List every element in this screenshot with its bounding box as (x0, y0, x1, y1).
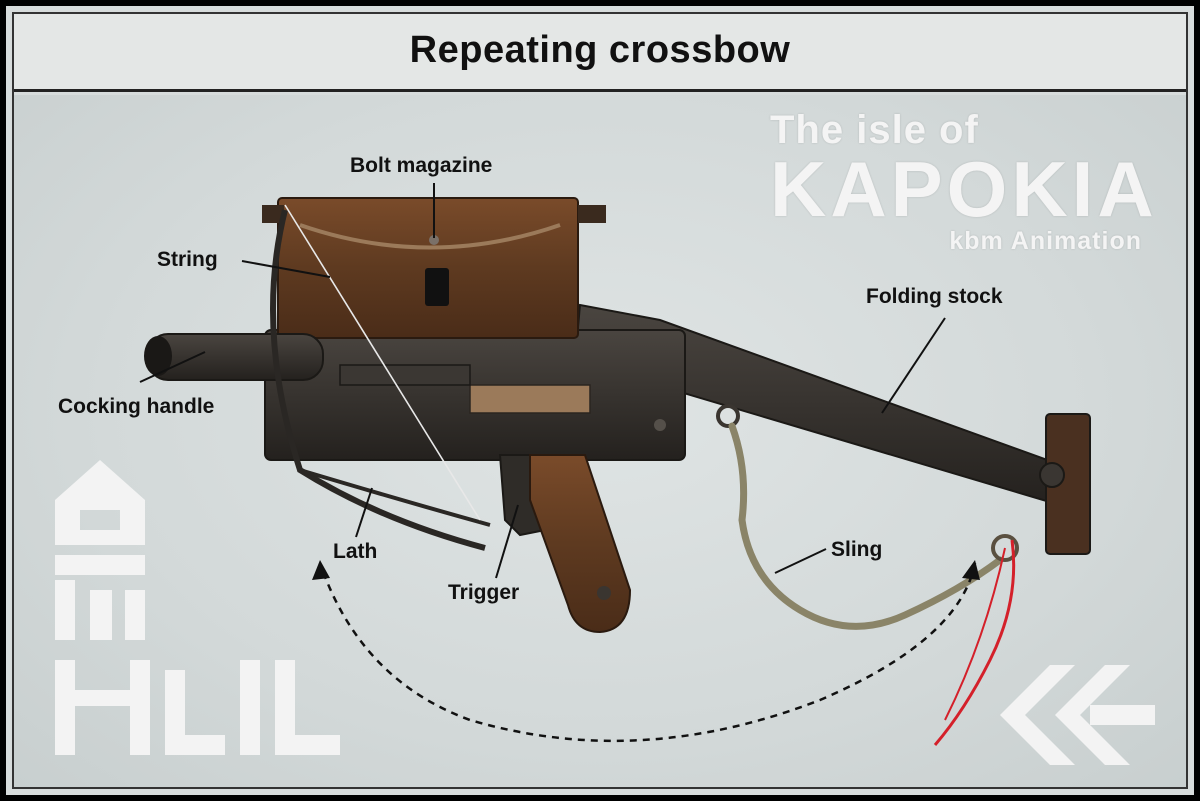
leader-lines (139, 183, 946, 579)
title-bar: Repeating crossbow (12, 12, 1188, 92)
label-bolt-magazine: Bolt magazine (350, 154, 493, 177)
brand-logo: The isle of KAPOKIA kbm Animation (770, 108, 1158, 256)
leader-string (241, 260, 331, 278)
label-folding-stock: Folding stock (866, 285, 1003, 308)
label-cocking-handle: Cocking handle (58, 395, 215, 418)
fold-arrow-head-left (312, 560, 330, 580)
double-arrow-left-icon (1000, 665, 1155, 765)
label-trigger: Trigger (448, 581, 520, 604)
leader-lath (355, 487, 373, 538)
leader-sling (774, 548, 827, 574)
leader-cocking-handle (139, 351, 206, 383)
label-lath: Lath (333, 540, 378, 563)
cocking-handle-shape (144, 333, 324, 381)
brand-line-2: KAPOKIA (770, 145, 1158, 233)
string-shape (284, 204, 481, 521)
receiver-body (264, 329, 686, 468)
leader-trigger (495, 504, 519, 579)
page-title: Repeating crossbow (409, 29, 791, 71)
label-sling: Sling (831, 538, 883, 561)
brand-line-3: kbm Animation (949, 227, 1142, 255)
fold-arrow (318, 562, 977, 743)
sling-shape (716, 404, 1019, 746)
label-string: String (157, 248, 218, 271)
lath-shape (270, 209, 491, 551)
brand-line-1: The isle of (770, 108, 979, 152)
bolt-magazine-shape (262, 197, 606, 339)
leader-folding-stock (881, 317, 946, 414)
fold-arrow-head-right (962, 560, 980, 580)
kapokia-glyph-icon (55, 460, 340, 755)
trigger-grip-shape (498, 454, 632, 634)
